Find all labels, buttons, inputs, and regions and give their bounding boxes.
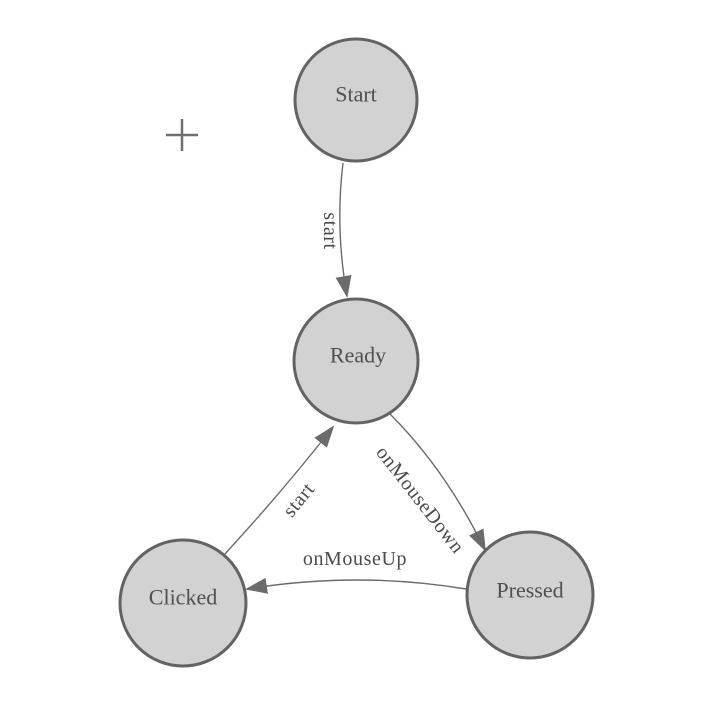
state-label-pressed: Pressed	[496, 578, 563, 603]
edge-label-start-2: start	[279, 479, 320, 522]
edge-ready-to-pressed[interactable]: onMouseDown	[371, 413, 486, 558]
state-label-ready: Ready	[330, 343, 386, 368]
state-node-ready[interactable]: Ready	[292, 297, 420, 425]
edge-start-to-ready[interactable]: start	[319, 162, 352, 298]
edge-label-start-1: start	[319, 212, 341, 249]
state-node-start[interactable]: Start	[293, 37, 419, 163]
edge-clicked-to-ready[interactable]: start	[223, 425, 335, 556]
plus-crosshair-icon	[166, 119, 198, 151]
edge-label-onmouseup: onMouseUp	[303, 548, 407, 570]
state-label-start: Start	[335, 82, 377, 107]
edge-label-onmousedown: onMouseDown	[371, 442, 468, 558]
state-label-clicked: Clicked	[149, 585, 217, 610]
edge-pressed-to-clicked[interactable]: onMouseUp	[245, 548, 467, 594]
state-node-clicked[interactable]: Clicked	[118, 538, 248, 668]
state-node-pressed[interactable]: Pressed	[465, 530, 595, 660]
